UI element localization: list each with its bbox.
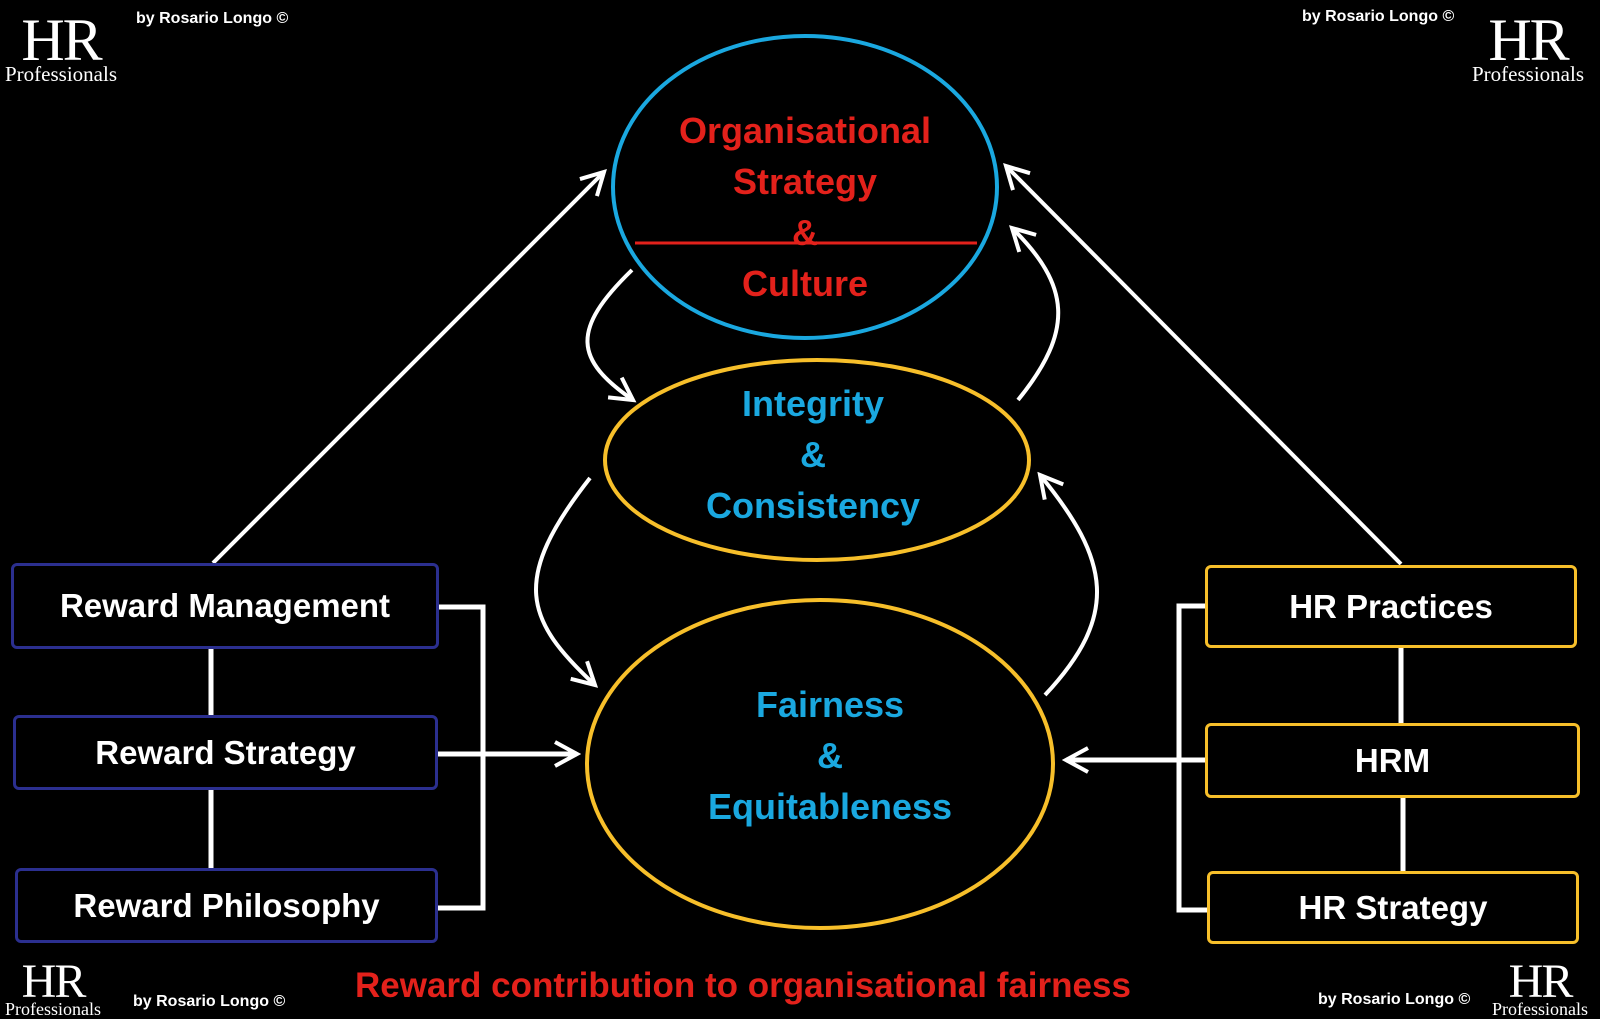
strategy-line-2: Strategy	[732, 161, 878, 202]
integrity-line-3: Consistency	[705, 485, 921, 526]
logo-professionals-text: Professionals	[1472, 62, 1584, 86]
strategy-ellipse	[611, 34, 999, 340]
integrity-line-2: &	[800, 434, 826, 475]
strategy-line-4: Culture	[742, 263, 868, 304]
hrm-box: HRM	[1205, 723, 1580, 798]
strategy-node-label: Organisational Strategy & Culture	[605, 105, 1005, 309]
arrow-strategy-to-integrity	[585, 268, 633, 400]
hr-practices-box: HR Practices	[1205, 565, 1577, 648]
diagram-caption: Reward contribution to organisational fa…	[355, 966, 1131, 1005]
logo-bottom-right: HR Professionals	[1492, 955, 1588, 1019]
credit-bottom-right: by Rosario Longo ©	[1318, 991, 1471, 1008]
integrity-line-1: Integrity	[741, 383, 884, 424]
arrow-fairness-to-integrity	[1040, 475, 1100, 697]
integrity-ellipse	[603, 358, 1031, 562]
fairness-line-3: Equitableness	[707, 786, 953, 827]
logo-professionals-text: Professionals	[5, 62, 117, 86]
strategy-line-3: &	[792, 212, 818, 253]
arrow-integrity-to-fairness	[534, 476, 595, 685]
logo-hr-text: HR	[21, 7, 102, 73]
fairness-line-2: &	[817, 735, 843, 776]
fairness-ellipse	[585, 598, 1055, 930]
arrow-hr-to-strategy	[1006, 166, 1403, 566]
credit-top-right: by Rosario Longo ©	[1302, 8, 1455, 25]
credit-bottom-left: by Rosario Longo ©	[133, 993, 286, 1010]
reward-bracket	[438, 604, 486, 911]
hr-strategy-box: HR Strategy	[1207, 871, 1579, 944]
logo-top-left: HR Professionals	[5, 10, 117, 85]
strategy-line-1: Organisational	[678, 110, 932, 151]
logo-hr-text: HR	[1488, 7, 1569, 73]
credit-top-left: by Rosario Longo ©	[136, 10, 289, 27]
fairness-line-1: Fairness	[755, 684, 905, 725]
reward-management-box: Reward Management	[11, 563, 439, 649]
logo-top-right: HR Professionals	[1472, 10, 1584, 85]
logo-bottom-left: HR Professionals	[5, 955, 101, 1019]
reward-philosophy-box: Reward Philosophy	[15, 868, 438, 943]
arrow-integrity-to-strategy	[1012, 228, 1061, 402]
logo-professionals-text: Professionals	[1492, 999, 1588, 1019]
arrow-reward-to-strategy	[211, 172, 604, 565]
reward-strategy-box: Reward Strategy	[13, 715, 438, 790]
fairness-node-label: Fairness & Equitableness	[630, 679, 1030, 832]
logo-professionals-text: Professionals	[5, 999, 101, 1019]
integrity-node-label: Integrity & Consistency	[613, 378, 1013, 531]
logo-hr-text: HR	[21, 955, 87, 1008]
logo-hr-text: HR	[1508, 955, 1574, 1008]
